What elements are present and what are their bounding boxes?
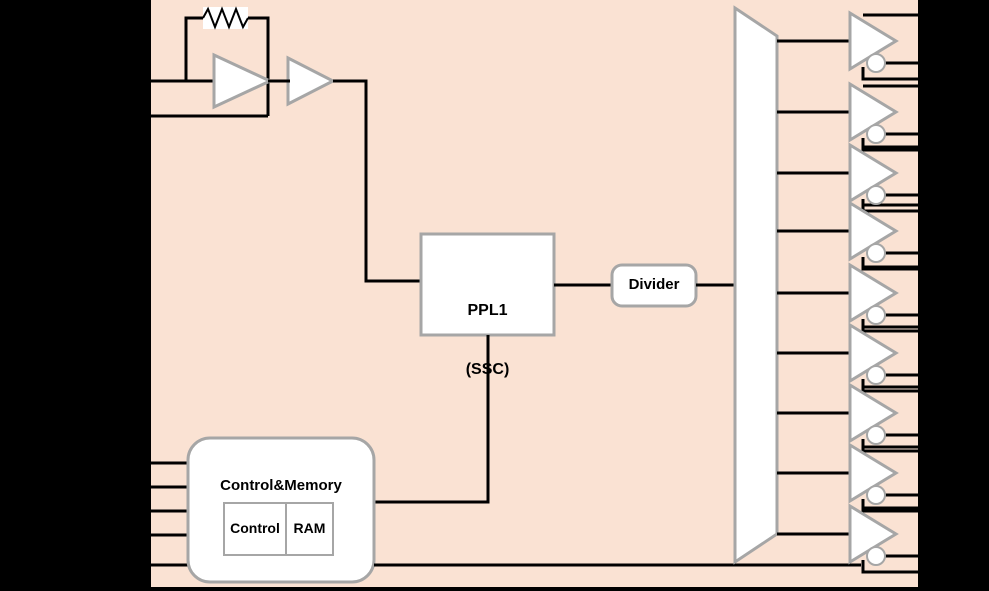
- mask-right: [918, 0, 989, 591]
- output-mux[interactable]: [733, 5, 779, 565]
- out-ret-wire-4: [861, 257, 918, 271]
- divider-block[interactable]: [610, 263, 698, 308]
- out-ret-wire-9: [861, 560, 918, 574]
- pll-block[interactable]: [419, 232, 556, 337]
- control-sub-block[interactable]: [223, 502, 287, 556]
- ram-sub-block[interactable]: [285, 502, 334, 556]
- output-buffer-channels: [777, 13, 918, 574]
- pll-to-control-wire: [374, 335, 490, 504]
- output-buffer-6[interactable]: [848, 322, 899, 385]
- osc-inverting-amplifier: [212, 52, 274, 110]
- osc-buffer-amplifier: [286, 55, 337, 107]
- output-buffer-3[interactable]: [848, 142, 899, 205]
- out-ret-wire-5: [861, 319, 918, 333]
- out-ret-wire-1: [861, 67, 918, 81]
- out-ret-wire-6: [861, 379, 918, 393]
- mask-bottom: [0, 589, 989, 591]
- out-ret-wire-2: [861, 138, 918, 152]
- invert-bubble-5: [866, 305, 886, 325]
- invert-bubble-8: [866, 485, 886, 505]
- invert-bubble-4: [866, 243, 886, 263]
- left-edge-pins: [151, 79, 268, 567]
- feedback-resistor: [202, 6, 249, 30]
- osc-to-pll-wire: [333, 79, 421, 283]
- output-buffer-7[interactable]: [848, 382, 899, 445]
- invert-bubble-2: [866, 124, 886, 144]
- output-buffer-4[interactable]: [848, 200, 899, 263]
- invert-bubble-9: [866, 546, 886, 566]
- resistor-zigzag: [202, 6, 249, 30]
- output-buffer-2[interactable]: [848, 81, 899, 144]
- mask-left: [0, 0, 151, 591]
- out-ret-wire-7: [861, 439, 918, 453]
- invert-bubble-6: [866, 365, 886, 385]
- output-buffer-1[interactable]: [848, 10, 899, 73]
- output-buffer-5[interactable]: [848, 262, 899, 325]
- oscillator-feedback-net: [184, 16, 270, 116]
- invert-bubble-7: [866, 425, 886, 445]
- out-ret-wire-8: [861, 499, 918, 513]
- output-buffer-9[interactable]: [848, 503, 899, 566]
- invert-bubble-3: [866, 185, 886, 205]
- output-buffer-symbols: [848, 10, 899, 566]
- feedback-top-wire: [184, 16, 203, 81]
- output-buffer-8[interactable]: [848, 442, 899, 505]
- feedback-top-wire-right: [248, 16, 270, 81]
- invert-bubble-1: [866, 53, 886, 73]
